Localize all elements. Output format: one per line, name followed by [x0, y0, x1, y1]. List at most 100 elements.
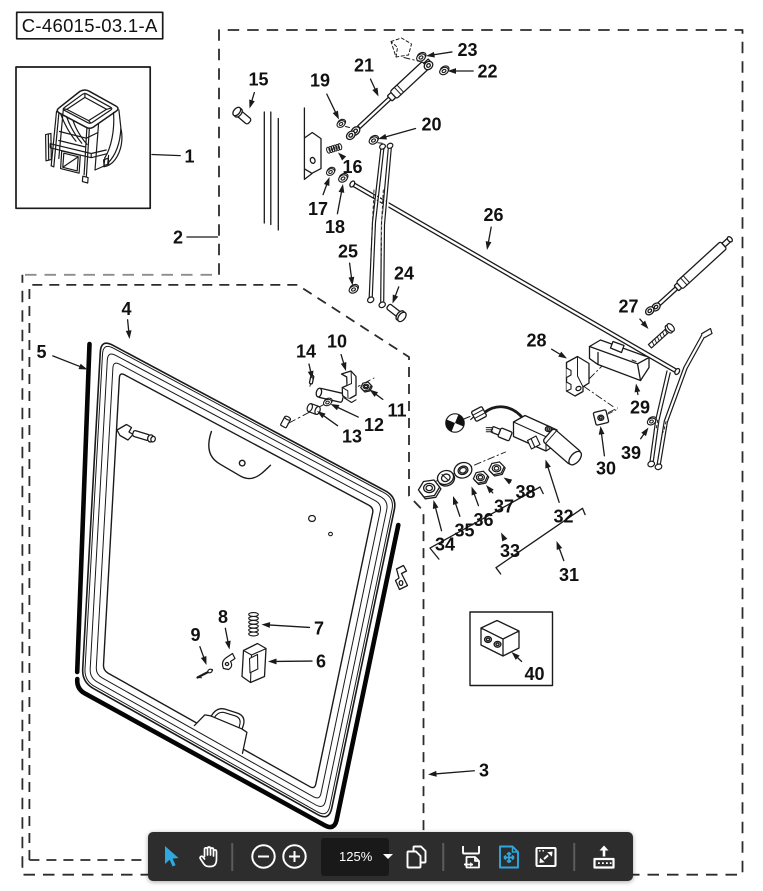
screw-27 [647, 323, 675, 349]
callout-17: 17 [308, 199, 328, 219]
gas-strut-right [645, 236, 734, 316]
washer-20 [366, 133, 381, 147]
chevron-down-icon [383, 854, 394, 859]
pin-9 [196, 668, 214, 679]
callout-3: 3 [479, 761, 489, 781]
actual-size-icon [535, 846, 557, 867]
fit-width-button[interactable] [454, 838, 488, 876]
callout-1: 1 [184, 147, 194, 167]
window-frame-4 [81, 342, 396, 818]
bolt-15 [232, 106, 252, 125]
washer-36 [453, 461, 473, 479]
callout-16: 16 [342, 157, 362, 177]
callout-14: 14 [296, 342, 316, 362]
lock-washer-35 [436, 469, 456, 487]
washer-22 [437, 63, 452, 77]
axis-28-29-30 [583, 366, 618, 413]
toolbar-divider [573, 842, 575, 871]
rod-26 [349, 180, 681, 376]
callout-31: 31 [559, 565, 579, 585]
twin-links [366, 142, 394, 309]
callout-32: 32 [553, 507, 573, 527]
callout-22: 22 [477, 62, 497, 82]
callout-13: 13 [342, 427, 362, 447]
window-seal-5 [74, 341, 401, 830]
callout-19: 19 [310, 71, 330, 91]
callout-30: 30 [596, 459, 616, 479]
callout-26: 26 [483, 205, 503, 225]
callout-15: 15 [248, 70, 268, 90]
drawing-number: C-46015-03.1-A [22, 15, 158, 36]
washer-25 [346, 282, 361, 296]
callout-24: 24 [394, 264, 414, 284]
cab-assembly-box [15, 66, 152, 210]
latch-block-6 [241, 642, 267, 684]
callout-34: 34 [435, 535, 455, 555]
callout-6: 6 [316, 652, 326, 672]
bolt-24 [386, 303, 407, 323]
spacer-block-box-40 [469, 611, 554, 687]
hinge-10-group [308, 370, 357, 404]
nut-34 [417, 479, 442, 500]
zoom-level-dropdown[interactable]: 125% [321, 837, 394, 876]
region-2-border [21, 29, 744, 876]
callout-40: 40 [524, 664, 544, 684]
callout-37: 37 [494, 497, 514, 517]
callout-35: 35 [454, 521, 474, 541]
toolbar-divider [231, 842, 233, 871]
latch-lever-8 [221, 652, 236, 671]
callout-23: 23 [457, 40, 477, 60]
pan-tool-button[interactable] [192, 838, 226, 876]
nut-38 [488, 461, 506, 477]
callout-2: 2 [173, 228, 183, 248]
export-button[interactable] [587, 838, 621, 876]
frame-latch-plate [208, 430, 272, 480]
bracket-line-33 [429, 486, 544, 560]
spacer-13 [306, 403, 321, 415]
nut-11 [360, 381, 373, 393]
frame-handle [193, 708, 248, 755]
select-tool-button[interactable] [154, 838, 188, 876]
callout-29: 29 [630, 398, 650, 418]
link-39-pair [647, 327, 713, 471]
copy-icon [406, 845, 427, 868]
motor-wire [483, 405, 525, 421]
drawing-number-box: C-46015-03.1-A [15, 11, 164, 40]
callout-7: 7 [314, 619, 324, 639]
copy-button[interactable] [400, 838, 434, 876]
bracket-29 [588, 339, 650, 382]
cab-wall-edges [263, 111, 279, 231]
callout-9: 9 [190, 625, 200, 645]
callout-4: 4 [121, 299, 131, 319]
zoom-in-button[interactable] [277, 838, 311, 876]
orientation-ball [445, 413, 471, 433]
callout-36: 36 [473, 510, 493, 530]
callout-20: 20 [421, 115, 441, 135]
viewer-toolbar: 125% [148, 832, 633, 881]
cursor-icon [165, 845, 179, 866]
callout-10: 10 [327, 332, 347, 352]
gas-strut-21 [345, 37, 434, 141]
spring-16 [326, 143, 343, 154]
callout-39: 39 [621, 443, 641, 463]
toolbar-divider [442, 842, 444, 871]
square-nut-30 [592, 409, 617, 426]
fit-page-button[interactable] [492, 838, 526, 876]
zoom-out-icon [250, 844, 276, 869]
frame-hinge-pin-stub [280, 377, 375, 429]
zoom-out-button[interactable] [246, 838, 280, 876]
callout-38: 38 [515, 482, 535, 502]
bracket-line-31 [495, 507, 586, 575]
frame-right-clip [394, 564, 409, 591]
mount-plate [303, 107, 322, 181]
callout-5: 5 [36, 342, 46, 362]
washer-19 [334, 117, 348, 130]
callout-18: 18 [325, 217, 345, 237]
callout-8: 8 [218, 607, 228, 627]
export-icon [592, 845, 615, 869]
motor-32 [470, 405, 583, 466]
actual-size-button[interactable] [529, 838, 563, 876]
glass-holes [308, 514, 333, 537]
